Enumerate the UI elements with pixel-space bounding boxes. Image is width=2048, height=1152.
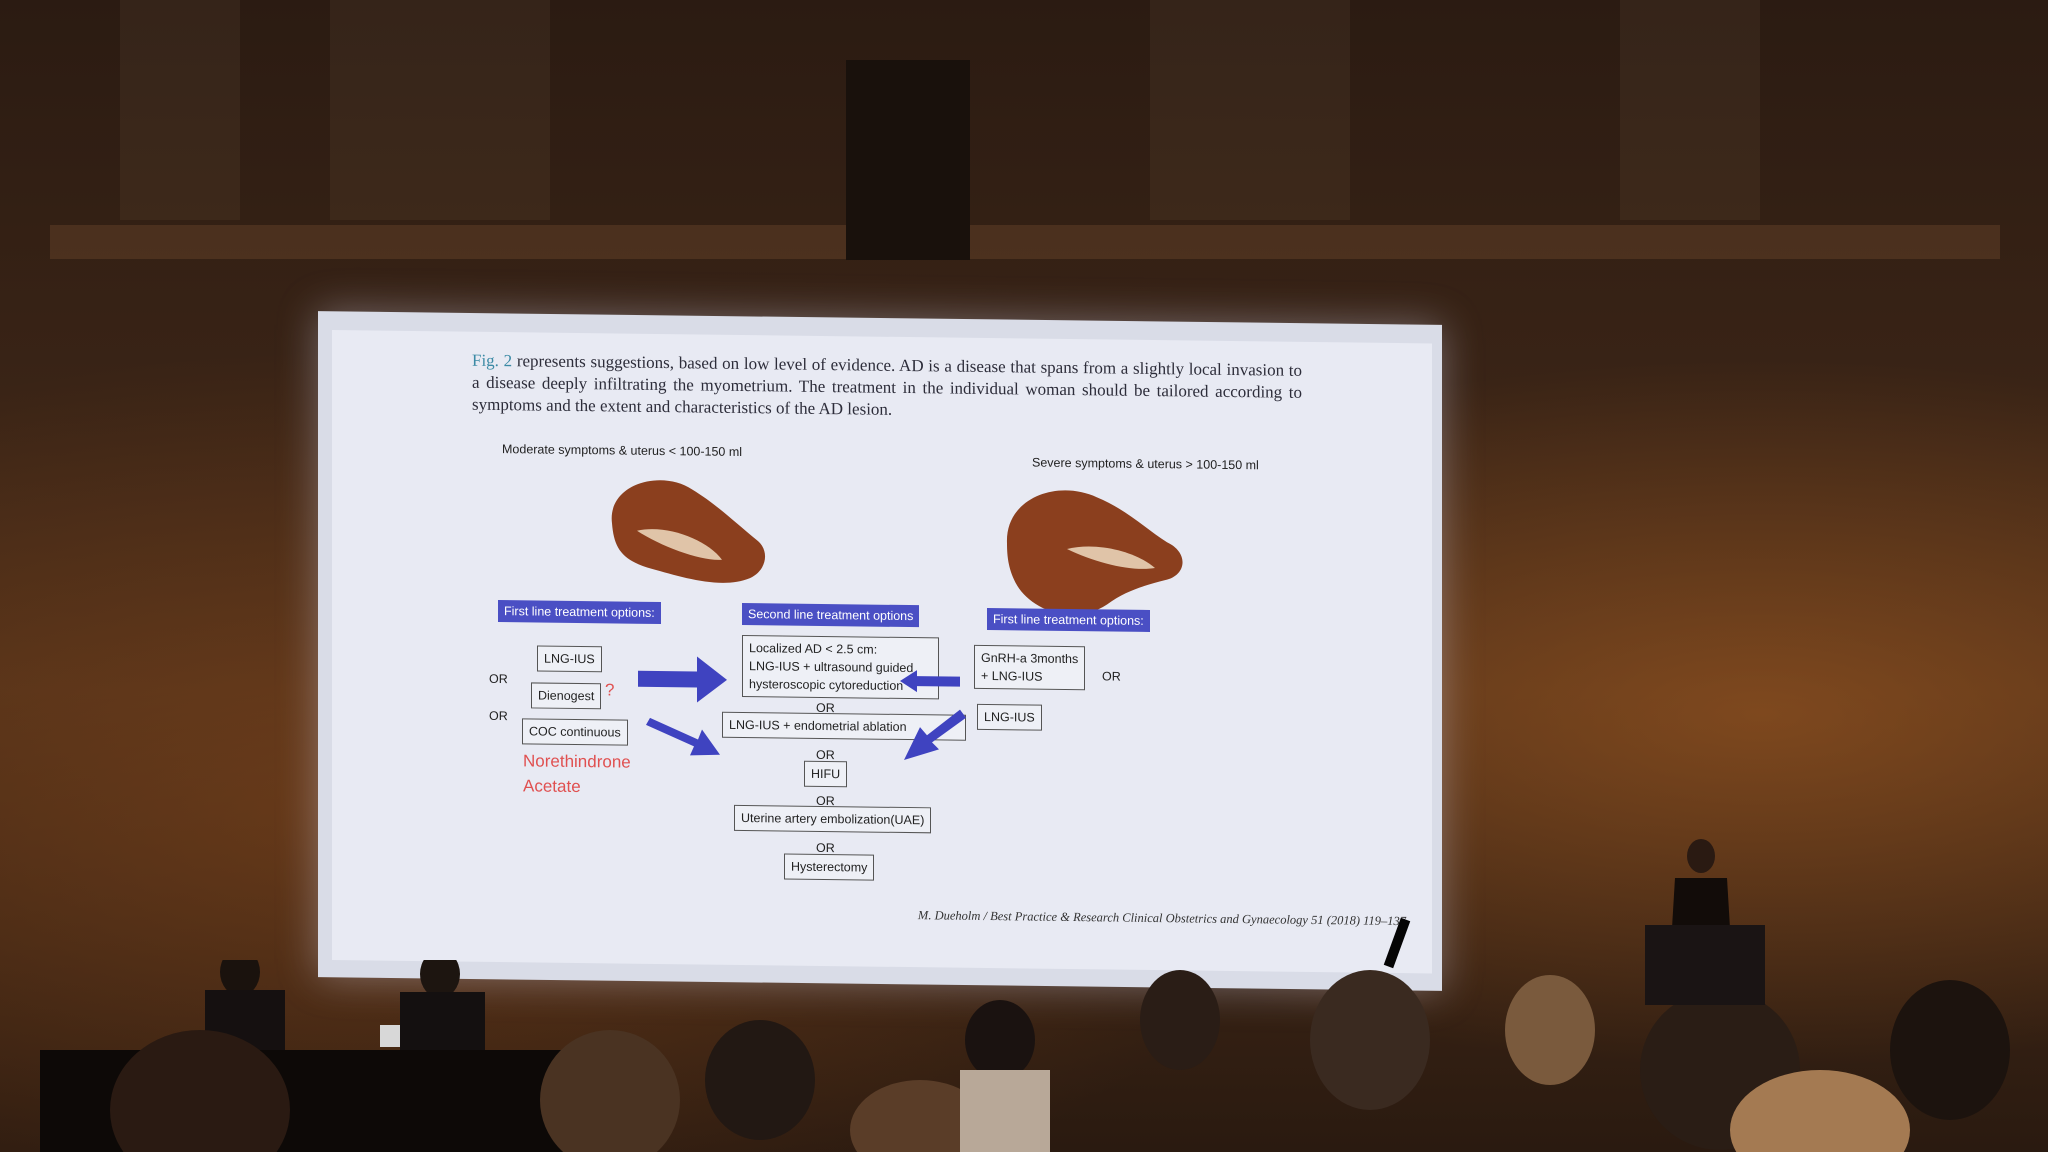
uterine-cavity — [1067, 546, 1155, 569]
audience-head — [850, 1080, 990, 1152]
lectern — [1645, 925, 1765, 1005]
right-first-line-label: First line treatment options: — [987, 608, 1150, 632]
red-note-line2: Acetate — [523, 776, 581, 797]
audience-silhouettes — [40, 960, 2010, 1152]
intro-body: represents suggestions, based on low lev… — [472, 351, 1303, 419]
audience-head — [110, 1030, 290, 1152]
middle-second-line-label: Second line treatment options — [742, 603, 920, 628]
middle-option-ablation: LNG-IUS + endometrial ablation — [722, 711, 966, 741]
audience-body — [960, 1070, 1050, 1152]
left-option-lng-ius: LNG-IUS — [537, 645, 602, 673]
uterus-illustration-right — [1006, 490, 1183, 615]
left-option-coc: COC continuous — [522, 718, 628, 746]
or-label: OR — [489, 708, 508, 724]
wall-panel — [330, 0, 550, 220]
uterine-cavity — [637, 529, 722, 560]
right-option-lng-ius: LNG-IUS — [977, 703, 1042, 731]
uterus-illustration-left — [611, 480, 765, 583]
wall-panel — [1620, 0, 1760, 220]
right-caption: Severe symptoms & uterus > 100-150 ml — [1032, 455, 1259, 473]
citation: M. Dueholm / Best Practice & Research Cl… — [917, 908, 1406, 929]
audience-head — [1310, 970, 1430, 1110]
arrow-down-right-icon — [646, 717, 720, 756]
red-note-line1: Norethindrone — [523, 751, 631, 772]
or-label: OR — [489, 671, 508, 687]
audience-head — [705, 1020, 815, 1140]
uterus-shape — [611, 480, 765, 583]
gnrh-line2: + LNG-IUS — [981, 668, 1043, 684]
audience-head — [1730, 1070, 1910, 1152]
ceiling-beam — [50, 225, 2000, 259]
audience-head — [965, 1000, 1035, 1080]
loudspeaker — [846, 60, 970, 260]
middle-option-uae: Uterine artery embolization(UAE) — [734, 804, 932, 834]
arrow-right-icon — [638, 656, 727, 703]
left-first-line-label: First line treatment options: — [498, 600, 661, 625]
middle-option-hysterectomy: Hysterectomy — [784, 853, 875, 881]
question-mark: ? — [605, 680, 615, 700]
presentation-slide: Fig. 2 represents suggestions, based on … — [332, 330, 1432, 974]
left-caption: Moderate symptoms & uterus < 100-150 ml — [502, 442, 743, 460]
audience-head — [540, 1030, 680, 1152]
middle-option-localized: Localized AD < 2.5 cm: LNG-IUS + ultraso… — [742, 635, 939, 700]
figure-reference: Fig. 2 — [472, 350, 513, 371]
audience-head — [1505, 975, 1595, 1085]
panelist-head — [220, 960, 260, 996]
localized-line1: Localized AD < 2.5 cm: — [749, 641, 878, 657]
or-label: OR — [1102, 669, 1121, 684]
audience-head — [1890, 980, 2010, 1120]
slide-intro-text: Fig. 2 represents suggestions, based on … — [472, 350, 1302, 426]
localized-line2: LNG-IUS + ultrasound guided — [749, 659, 914, 676]
panelist-head — [420, 960, 460, 998]
panelist-body — [400, 992, 485, 1050]
left-option-dienogest: Dienogest — [531, 682, 602, 710]
audience-head — [1140, 970, 1220, 1070]
wall-panel — [120, 0, 240, 220]
localized-line3: hysteroscopic cytoreduction — [749, 677, 904, 693]
presenter-head — [1687, 839, 1715, 873]
wall-panel — [1150, 0, 1350, 220]
middle-option-hifu: HIFU — [804, 760, 848, 788]
right-option-gnrh: GnRH-a 3months + LNG-IUS — [974, 644, 1086, 691]
gnrh-line1: GnRH-a 3months — [981, 650, 1079, 667]
